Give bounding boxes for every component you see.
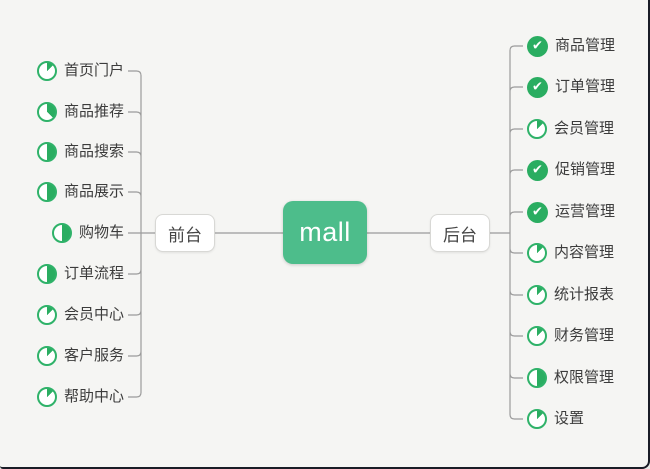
tree-item-label: 内容管理 bbox=[554, 244, 615, 261]
tree-item-permission-mgmt[interactable]: 权限管理 bbox=[527, 365, 614, 391]
tree-item-label: 权限管理 bbox=[554, 369, 615, 386]
tree-item-settings[interactable]: 设置 bbox=[527, 406, 584, 432]
progress-pie-icon bbox=[36, 305, 57, 325]
tree-item-label: 商品推荐 bbox=[63, 103, 124, 120]
tree-item-member-mgmt[interactable]: 会员管理 bbox=[527, 116, 614, 142]
tree-item-product-mgmt[interactable]: 商品管理 bbox=[527, 33, 615, 59]
tree-item-label: 订单管理 bbox=[555, 78, 616, 95]
progress-pie-icon bbox=[36, 102, 57, 122]
tree-item-label: 商品搜索 bbox=[63, 143, 124, 160]
tree-item-content-mgmt[interactable]: 内容管理 bbox=[527, 240, 614, 266]
check-icon bbox=[527, 76, 548, 98]
tree-item-product-recommend[interactable]: 商品推荐 bbox=[36, 99, 124, 125]
tree-item-order-mgmt[interactable]: 订单管理 bbox=[527, 74, 615, 100]
backend-branch-node[interactable]: 后台 bbox=[430, 214, 490, 252]
progress-pie-icon bbox=[36, 264, 57, 284]
tree-item-label: 会员管理 bbox=[554, 120, 615, 137]
tree-item-help-center[interactable]: 帮助中心 bbox=[36, 384, 124, 410]
progress-pie-icon bbox=[527, 326, 547, 346]
tree-item-label: 客户服务 bbox=[63, 347, 124, 364]
tree-item-label: 帮助中心 bbox=[63, 388, 124, 405]
check-icon bbox=[527, 159, 548, 181]
tree-item-promotion-mgmt[interactable]: 促销管理 bbox=[527, 157, 615, 183]
frontend-branch-node[interactable]: 前台 bbox=[155, 214, 215, 252]
tree-item-label: 会员中心 bbox=[63, 306, 124, 323]
tree-item-label: 设置 bbox=[554, 410, 585, 427]
tree-item-finance-mgmt[interactable]: 财务管理 bbox=[527, 323, 614, 349]
tree-item-statistics-report[interactable]: 统计报表 bbox=[527, 282, 614, 308]
tree-item-label: 商品管理 bbox=[555, 37, 616, 54]
tree-item-label: 运营管理 bbox=[555, 203, 616, 220]
tree-item-label: 财务管理 bbox=[554, 327, 615, 344]
progress-pie-icon bbox=[527, 285, 547, 305]
progress-pie-icon bbox=[527, 409, 547, 429]
progress-pie-icon bbox=[36, 61, 57, 81]
tree-item-label: 订单流程 bbox=[63, 265, 124, 282]
progress-pie-icon bbox=[527, 243, 547, 263]
progress-pie-icon bbox=[527, 119, 547, 139]
tree-item-product-search[interactable]: 商品搜索 bbox=[36, 139, 124, 165]
tree-item-label: 首页门户 bbox=[63, 62, 124, 79]
tree-item-label: 商品展示 bbox=[63, 183, 124, 200]
tree-item-shopping-cart[interactable]: 购物车 bbox=[51, 220, 124, 246]
tree-item-label: 购物车 bbox=[78, 224, 124, 241]
frontend-branch-label: 前台 bbox=[168, 225, 202, 245]
tree-item-order-flow[interactable]: 订单流程 bbox=[36, 261, 124, 287]
tree-item-operation-mgmt[interactable]: 运营管理 bbox=[527, 199, 615, 225]
tree-item-label: 统计报表 bbox=[554, 286, 615, 303]
tree-item-product-display[interactable]: 商品展示 bbox=[36, 179, 124, 205]
tree-item-customer-service[interactable]: 客户服务 bbox=[36, 343, 124, 369]
backend-branch-label: 后台 bbox=[443, 225, 477, 245]
progress-pie-icon bbox=[527, 368, 547, 388]
progress-pie-icon bbox=[36, 182, 57, 202]
check-icon bbox=[527, 201, 548, 223]
root-node-label: mall bbox=[299, 217, 351, 247]
progress-pie-icon bbox=[51, 223, 72, 243]
check-icon bbox=[527, 35, 548, 57]
progress-pie-icon bbox=[36, 346, 57, 366]
progress-pie-icon bbox=[36, 142, 57, 162]
progress-pie-icon bbox=[36, 387, 57, 407]
tree-item-home-portal[interactable]: 首页门户 bbox=[36, 58, 124, 84]
tree-item-label: 促销管理 bbox=[555, 161, 616, 178]
tree-item-member-center[interactable]: 会员中心 bbox=[36, 302, 124, 328]
root-node-mall[interactable]: mall bbox=[283, 201, 367, 264]
